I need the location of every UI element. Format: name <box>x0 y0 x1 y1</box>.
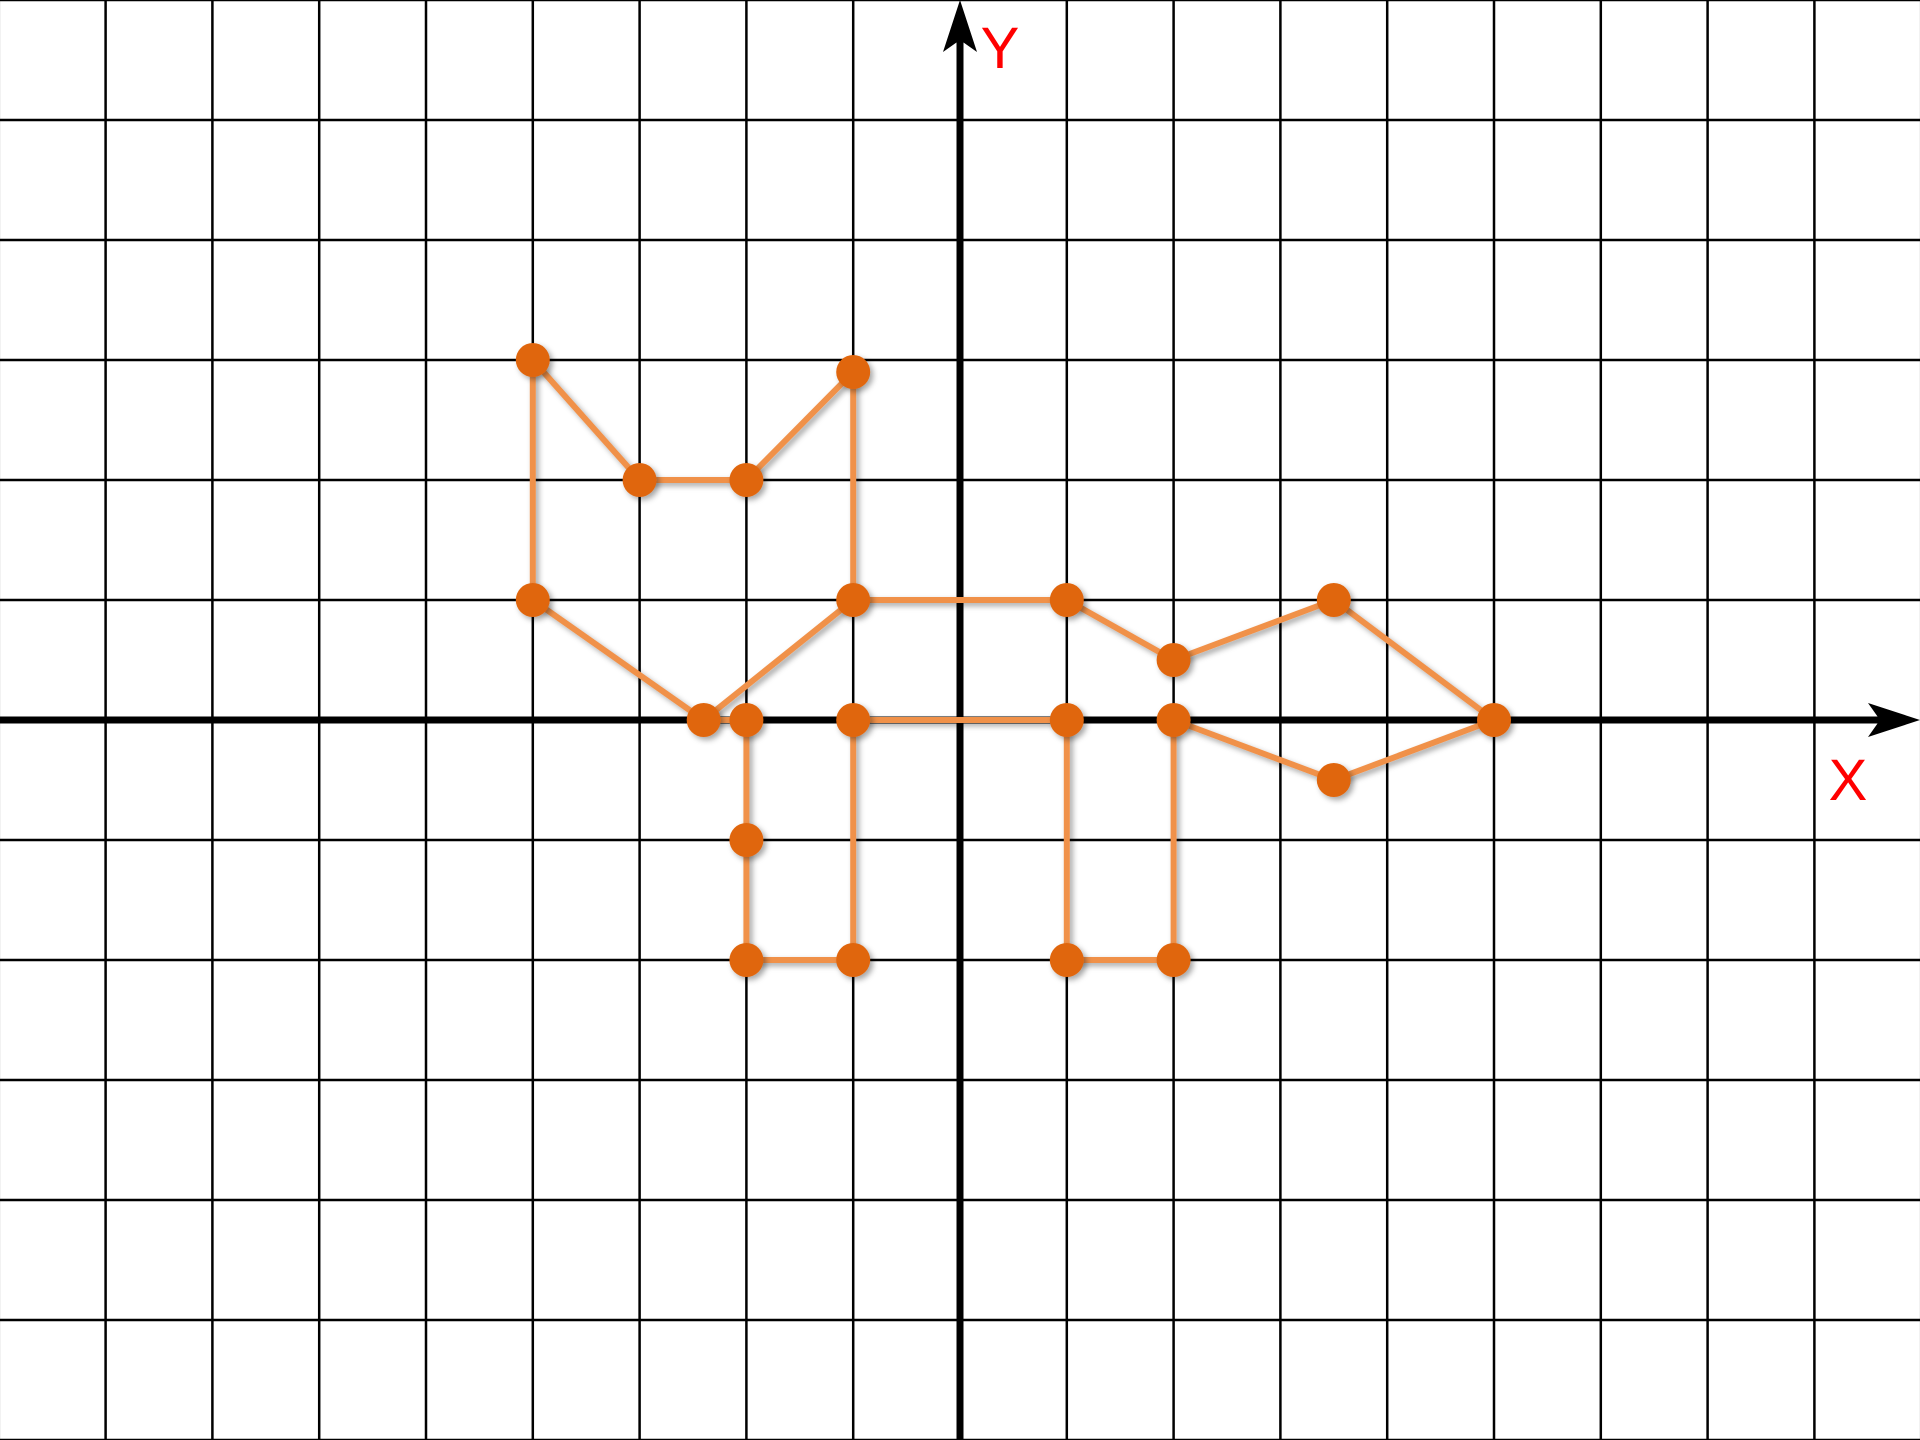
data-point <box>836 943 871 977</box>
data-point <box>1049 943 1084 977</box>
y-axis-label: Y <box>981 16 1020 81</box>
shape-edge <box>1330 597 1497 723</box>
shape-edge <box>529 597 707 723</box>
data-point <box>515 343 550 377</box>
data-point <box>729 823 764 857</box>
data-point <box>515 583 550 617</box>
shape-edges <box>529 357 1497 963</box>
y-axis-arrow-icon <box>943 0 977 52</box>
data-point <box>836 703 871 737</box>
x-axis-arrow-icon <box>1868 703 1920 737</box>
data-point <box>1156 703 1191 737</box>
shape-edge <box>529 357 643 483</box>
shape-edge <box>1170 597 1337 663</box>
shape-edge <box>1063 597 1177 663</box>
shape-edge <box>700 597 857 723</box>
data-point <box>729 943 764 977</box>
data-point <box>1156 643 1191 677</box>
shape-edge <box>743 369 857 483</box>
data-point <box>1049 583 1084 617</box>
shape-edge <box>1330 717 1497 783</box>
data-point <box>729 463 764 497</box>
data-point <box>1477 703 1511 737</box>
data-point <box>622 463 657 497</box>
data-point <box>1316 763 1351 797</box>
data-point <box>686 703 721 737</box>
shape-edge <box>1170 717 1337 783</box>
x-axis-label: X <box>1829 748 1868 813</box>
data-point <box>729 703 764 737</box>
shape-points <box>515 343 1511 977</box>
data-point <box>1316 583 1351 617</box>
data-point <box>1049 703 1084 737</box>
data-point <box>836 355 871 389</box>
data-point <box>836 583 871 617</box>
data-point <box>1156 943 1191 977</box>
